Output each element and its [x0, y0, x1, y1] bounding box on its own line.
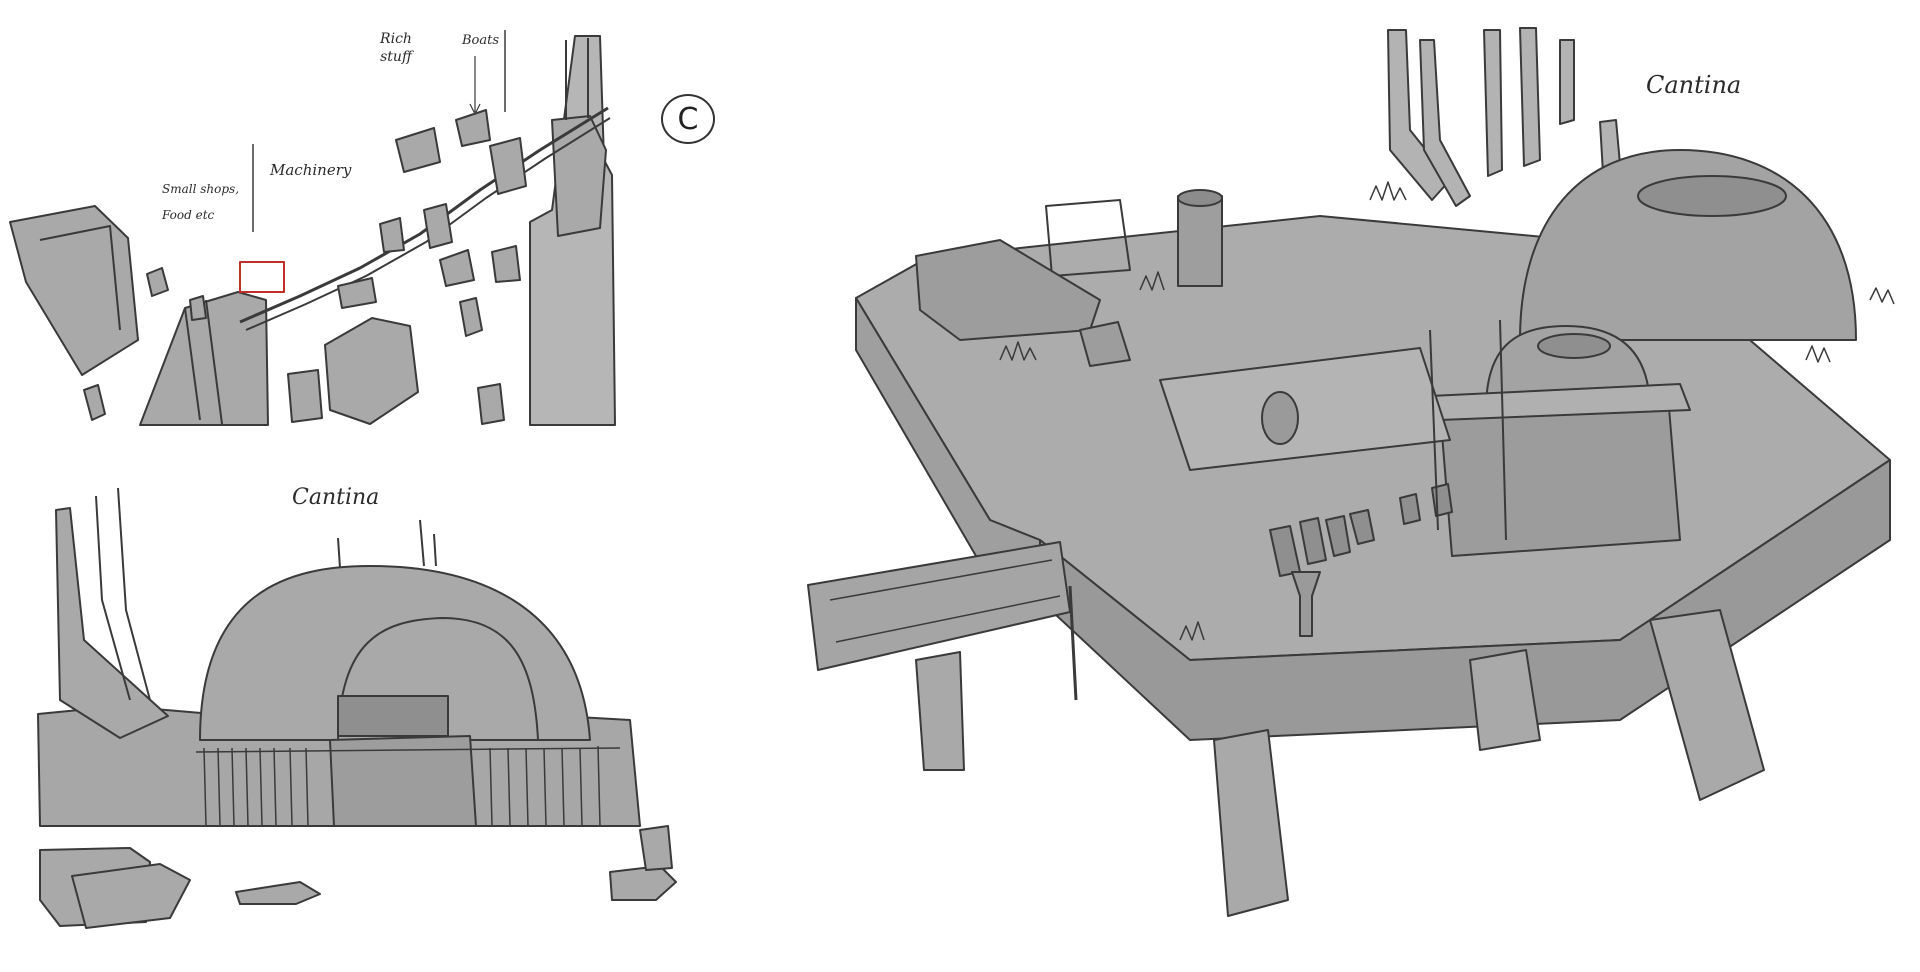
water-tank: [1177, 195, 1223, 287]
rock-front-right: [609, 865, 677, 901]
crates: [1269, 483, 1453, 577]
rock-center-bottom: [324, 317, 419, 425]
support-leg-4: [1469, 649, 1541, 751]
barrel: [1261, 391, 1299, 445]
section-mark-badge: C: [661, 94, 715, 144]
label-cantina-aerial: Cantina: [1646, 71, 1742, 99]
support-leg-3: [1649, 609, 1765, 801]
cantina-aerial-panel: [807, 27, 1895, 917]
cantina-front-panel: [37, 487, 677, 929]
floating-rock-small-3: [83, 384, 106, 421]
kiosk: [1045, 199, 1131, 277]
front-sign: [337, 695, 449, 737]
label-machinery: Machinery: [270, 161, 352, 179]
tree-left: [55, 507, 169, 739]
platform-7: [455, 109, 491, 147]
cliff-tower-left: [139, 291, 269, 426]
floating-rock-small-1: [146, 267, 169, 297]
rock-front-right-2: [639, 825, 673, 871]
fence: [195, 745, 621, 827]
tower-right: [551, 115, 607, 237]
platform-3: [379, 217, 405, 253]
floating-rock-small-4: [287, 369, 323, 423]
platform-rock-2: [1079, 321, 1131, 367]
platform-2: [423, 203, 453, 249]
platform-5: [489, 137, 527, 195]
lamp-post: [1291, 571, 1321, 637]
walkway: [239, 106, 609, 324]
floating-rock-small-7: [491, 245, 521, 283]
cantina-hut: [1439, 395, 1681, 557]
rock-front-mid: [71, 863, 191, 929]
floating-rock-left: [9, 205, 139, 376]
front-building: [329, 735, 477, 827]
dome-skylight: [1637, 175, 1787, 217]
small-dome-skylight: [1537, 333, 1611, 359]
floating-rock-small-2: [189, 295, 207, 321]
grass-tufts: [999, 181, 1895, 641]
label-rich-stuff: Rich stuff: [380, 31, 412, 65]
raised-deck: [1159, 347, 1451, 471]
overview-panel: [9, 30, 616, 426]
platform-4: [439, 249, 475, 287]
platform-1: [395, 127, 441, 173]
rock-front-small: [235, 881, 321, 905]
boardwalk: [807, 541, 1071, 671]
support-leg-1: [915, 651, 965, 771]
support-leg-2: [1213, 729, 1289, 917]
label-boats: Boats: [462, 33, 500, 48]
floating-rock-small-6: [477, 383, 505, 425]
label-cantina-front: Cantina: [292, 485, 380, 510]
floating-rock-small-5: [459, 297, 483, 337]
highlight-marker: [239, 261, 285, 293]
label-small-shops: Small shops, Food etc: [162, 182, 240, 222]
platform-6: [337, 277, 377, 309]
